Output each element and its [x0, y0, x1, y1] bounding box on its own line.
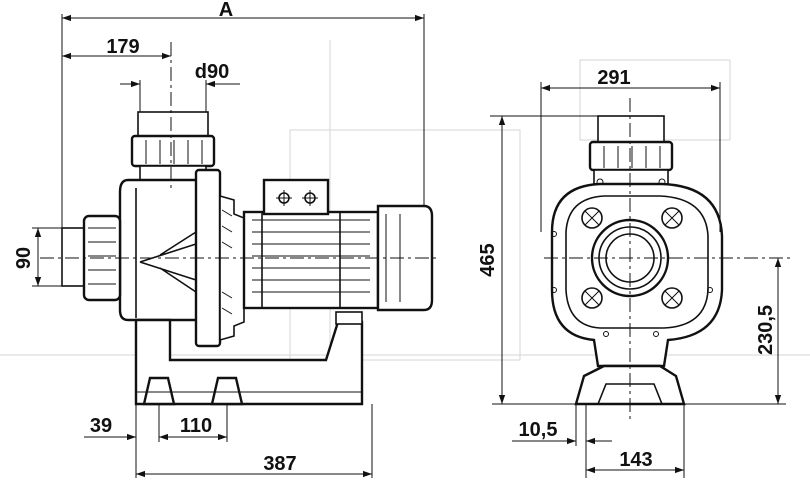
- dim-label-base-length: 387: [263, 453, 296, 475]
- dim-label-inlet-height: 90: [13, 247, 35, 269]
- dim-label-axis-height: 230,5: [755, 305, 777, 355]
- dim-label-foot-spacing: 110: [180, 415, 212, 437]
- front-view-dimensions: [490, 82, 786, 478]
- outlet-union: [130, 111, 216, 181]
- pump-base: [134, 311, 364, 406]
- dim-label-foot-width-front: 143: [619, 449, 652, 471]
- motor: [242, 178, 434, 312]
- dim-label-total-height: 465: [477, 243, 499, 276]
- dim-label-inlet-offset: 179: [106, 36, 139, 58]
- front-bolts: [581, 207, 683, 309]
- side-view-dimensions: [32, 14, 425, 478]
- dim-label-front-width: 291: [597, 67, 630, 89]
- dim-label-overall-length: A: [219, 0, 233, 21]
- pump-side-view: [40, 42, 440, 406]
- dim-label-foot-offset-front: 10,5: [519, 419, 558, 441]
- dim-label-foot-offset: 39: [90, 415, 112, 437]
- pump-front-view: [492, 98, 790, 420]
- dim-label-outlet-diameter: d90: [195, 61, 229, 83]
